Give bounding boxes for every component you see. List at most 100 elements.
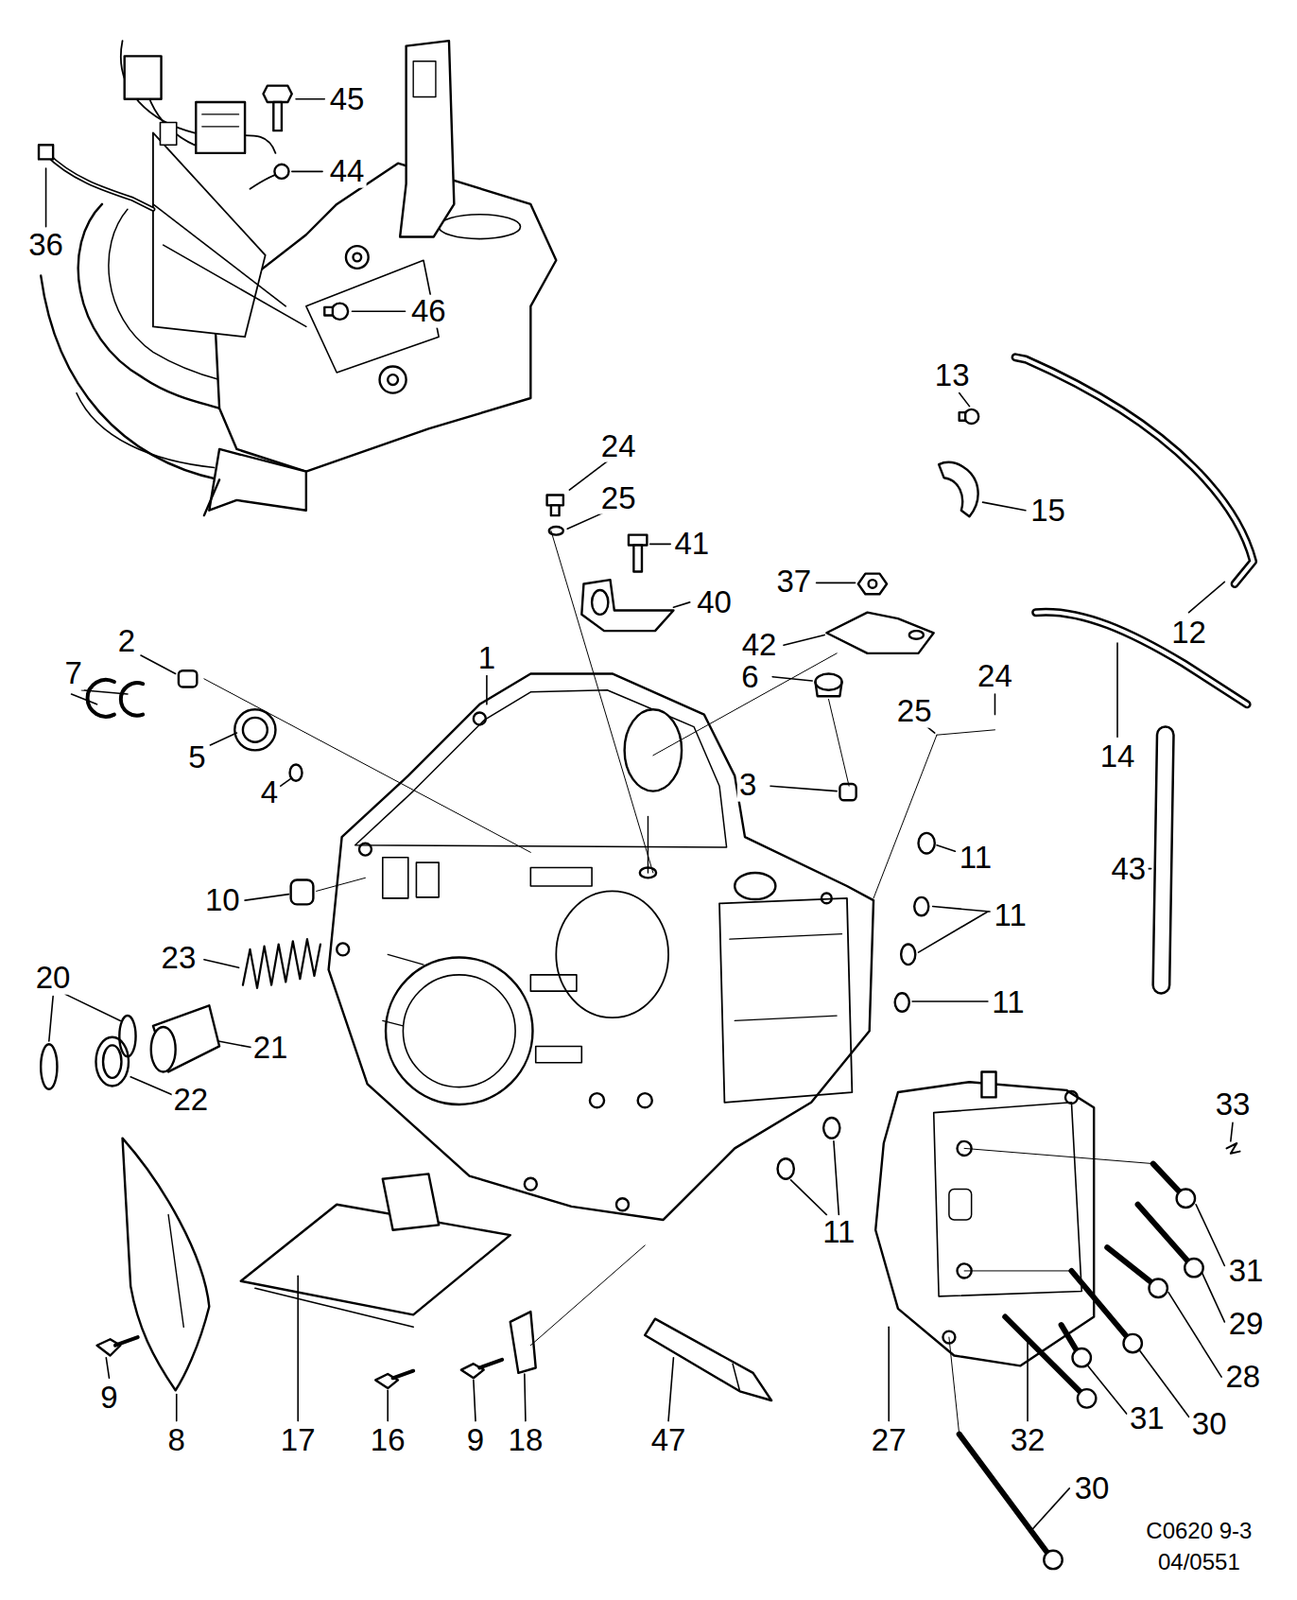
- end-cover-stroke: [1065, 1090, 1078, 1104]
- parts-stroke: [839, 783, 856, 800]
- leader-lines-stroke: [1088, 1365, 1127, 1414]
- end-cover-stroke: [981, 1071, 996, 1097]
- leader-lines-stroke: [816, 582, 856, 585]
- drawing: [38, 40, 1254, 1569]
- inset-view-stroke: [413, 61, 436, 98]
- parts-stroke: [241, 1204, 511, 1315]
- leader-lines-stroke: [244, 894, 289, 900]
- leader-lines-stroke: [791, 1179, 828, 1215]
- parts-stroke: [393, 1370, 415, 1379]
- parts-stroke: [814, 681, 842, 696]
- parts-stroke: [1160, 734, 1165, 985]
- parts-stroke: [242, 938, 321, 988]
- callout-number: 44: [328, 155, 367, 189]
- callout-number: 18: [506, 1423, 546, 1457]
- parts-stroke: [900, 944, 916, 966]
- parts-stroke: [168, 1214, 184, 1328]
- inset-view-stroke: [195, 102, 245, 154]
- parts-stroke: [551, 504, 560, 516]
- inset-view-stroke: [121, 40, 277, 154]
- parts-stroke: [121, 682, 143, 716]
- callout-number: 8: [166, 1423, 188, 1457]
- callout-number: 7: [63, 657, 85, 691]
- leader-lines-stroke: [1195, 1204, 1225, 1266]
- callout-number: 5: [186, 741, 208, 775]
- end-cover-stroke: [949, 1189, 972, 1220]
- callout-number: 4: [259, 775, 280, 809]
- inset-view-stroke: [331, 303, 348, 320]
- gearbox-housing-stroke: [647, 816, 649, 873]
- callout-number: 11: [992, 899, 1029, 933]
- parts-stroke: [633, 544, 642, 571]
- callout-number: 14: [1098, 740, 1138, 774]
- callout-number: 31: [1127, 1401, 1167, 1436]
- parts-stroke: [628, 535, 647, 546]
- leader-lines-stroke: [386, 1389, 389, 1420]
- parts-stroke: [814, 673, 842, 690]
- callout-number: 40: [694, 586, 734, 620]
- leader-lines-stroke: [524, 1373, 526, 1421]
- inset-view-stroke: [46, 153, 154, 209]
- parts-stroke: [823, 1117, 840, 1139]
- inset-view-stroke: [208, 449, 307, 511]
- gearbox-housing-stroke: [385, 957, 533, 1105]
- callout-number: 31: [1227, 1254, 1266, 1288]
- parts-stroke: [1106, 1246, 1157, 1286]
- gearbox-housing-stroke: [555, 890, 669, 1018]
- parts-stroke: [964, 1147, 1154, 1163]
- parts-stroke: [964, 1269, 1072, 1271]
- callout-number: 11: [957, 840, 994, 874]
- inset-view-stroke: [274, 164, 289, 179]
- parts-stroke: [316, 877, 366, 891]
- gearbox-housing-stroke: [382, 1020, 404, 1025]
- gearbox-housing-stroke: [536, 1045, 583, 1062]
- callout-number: 30: [1072, 1471, 1112, 1505]
- leader-lines-stroke: [1030, 1487, 1070, 1531]
- drawing-code: C0620 9-3: [1143, 1519, 1254, 1543]
- leader-lines-stroke: [45, 168, 48, 227]
- gearbox-housing-stroke: [473, 711, 486, 725]
- inset-view-stroke: [46, 153, 154, 209]
- inset-view: [38, 40, 556, 516]
- callout-number: 42: [740, 628, 779, 662]
- callout-number: 45: [328, 82, 367, 116]
- gearbox-housing-stroke: [359, 843, 372, 856]
- callout-number: 10: [203, 883, 243, 917]
- leader-lines-stroke: [49, 996, 53, 1041]
- inset-view-stroke: [345, 245, 369, 269]
- callout-number: 11: [820, 1215, 857, 1249]
- leader-lines-stroke: [933, 906, 990, 912]
- callout-number: 21: [251, 1030, 291, 1064]
- leader-lines-stroke: [772, 676, 813, 681]
- parts-stroke: [653, 653, 837, 756]
- inset-view-stroke: [38, 144, 53, 159]
- leader-lines-stroke: [936, 845, 955, 851]
- inset-view-stroke: [202, 113, 240, 115]
- callout-number: 12: [1169, 616, 1209, 650]
- parts-stroke: [97, 1338, 122, 1355]
- callout-number: 1: [476, 641, 498, 675]
- parts-stroke: [1015, 357, 1254, 585]
- leader-lines-stroke: [1189, 581, 1226, 612]
- inset-view-stroke: [153, 132, 266, 337]
- inset-view-stroke: [387, 374, 398, 385]
- parts-stroke: [1071, 1270, 1131, 1341]
- callout-number: 25: [895, 694, 934, 728]
- parts-stroke: [732, 1363, 741, 1391]
- parts-stroke: [291, 879, 314, 904]
- callout-number: 36: [26, 228, 66, 262]
- parts-stroke: [778, 1158, 795, 1179]
- gearbox-housing-stroke: [624, 709, 682, 791]
- leader-lines-stroke: [1026, 1341, 1029, 1420]
- parts-stroke: [1148, 1279, 1167, 1297]
- parts-stroke: [1176, 1189, 1195, 1208]
- callout-number: 2: [116, 624, 138, 658]
- callout-number: 6: [739, 659, 761, 693]
- parts-stroke: [1043, 1550, 1062, 1569]
- callout-number: 20: [34, 961, 73, 995]
- leader-lines-stroke: [209, 732, 237, 745]
- parts-stroke: [826, 612, 934, 654]
- inset-view-stroke: [399, 40, 454, 237]
- parts-stroke: [858, 573, 887, 595]
